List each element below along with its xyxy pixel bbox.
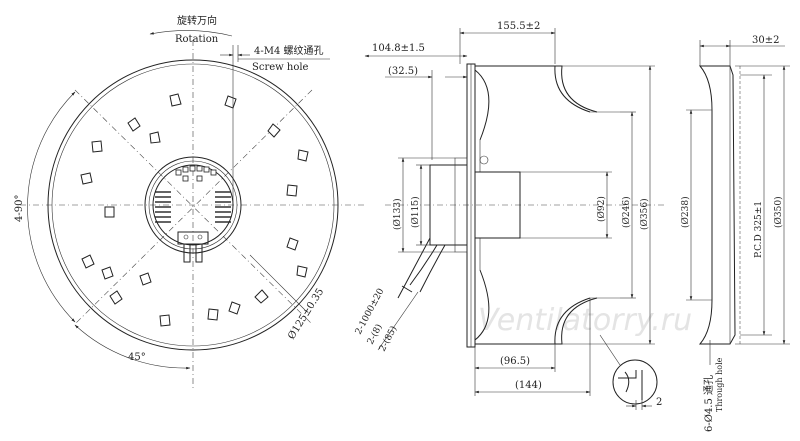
dim-115: (Ø115) <box>410 196 421 228</box>
dim-350: (Ø350) <box>773 196 784 228</box>
detail-circle <box>612 359 658 405</box>
angle-4x90-label: 4-90° <box>14 195 25 222</box>
dim-96-5: (96.5) <box>500 356 530 367</box>
through-hole-label-en: Through hole <box>715 357 724 412</box>
impeller-outer-circle <box>47 59 339 351</box>
ring-profile <box>698 65 736 345</box>
rotation-arrow <box>149 30 233 37</box>
dim-246: (Ø246) <box>621 196 632 228</box>
side-motor-body <box>429 164 468 246</box>
pcd-label: P.C.D 325±1 <box>754 201 764 258</box>
screw-hole-label-en: Screw hole <box>252 62 309 73</box>
watermark-text: Ventilatorry.ru <box>478 303 692 338</box>
dim-144: (144) <box>515 380 542 391</box>
dim-32-5: (32.5) <box>388 66 418 77</box>
angle-45-label: 45° <box>128 352 146 363</box>
impeller-blades <box>80 93 309 327</box>
dim-92: (Ø92) <box>596 196 607 222</box>
dim-104-8: 104.8±1.5 <box>372 43 425 54</box>
dim-2: 2 <box>656 397 662 408</box>
dim-238: (Ø238) <box>680 196 691 228</box>
dim-155-5: 155.5±2 <box>497 21 540 32</box>
rotation-label-cn: 旋转万向 <box>177 14 217 27</box>
ring-view: 30±2 (Ø238) P.C.D 325±1 (Ø350) 6-Ø4.5 通孔… <box>680 35 790 432</box>
through-hole-label-cn: 6-Ø4.5 通孔 <box>703 375 715 432</box>
dim-30: 30±2 <box>752 35 779 46</box>
dim-133: (Ø133) <box>392 198 403 230</box>
rotation-label-en: Rotation <box>175 34 219 45</box>
dim-356: (Ø356) <box>639 198 650 230</box>
side-view: 155.5±2 104.8±1.5 (32.5) (Ø133) (Ø115) (… <box>354 21 665 410</box>
angle-45-arc <box>74 324 191 370</box>
angle-90-arc <box>27 91 76 323</box>
front-view: 旋转万向 Rotation 4-M4 螺纹通孔 Screw hole 4-90°… <box>14 14 365 390</box>
screw-hole-label-cn: 4-M4 螺纹通孔 <box>254 44 324 57</box>
motor-hub <box>144 156 242 263</box>
